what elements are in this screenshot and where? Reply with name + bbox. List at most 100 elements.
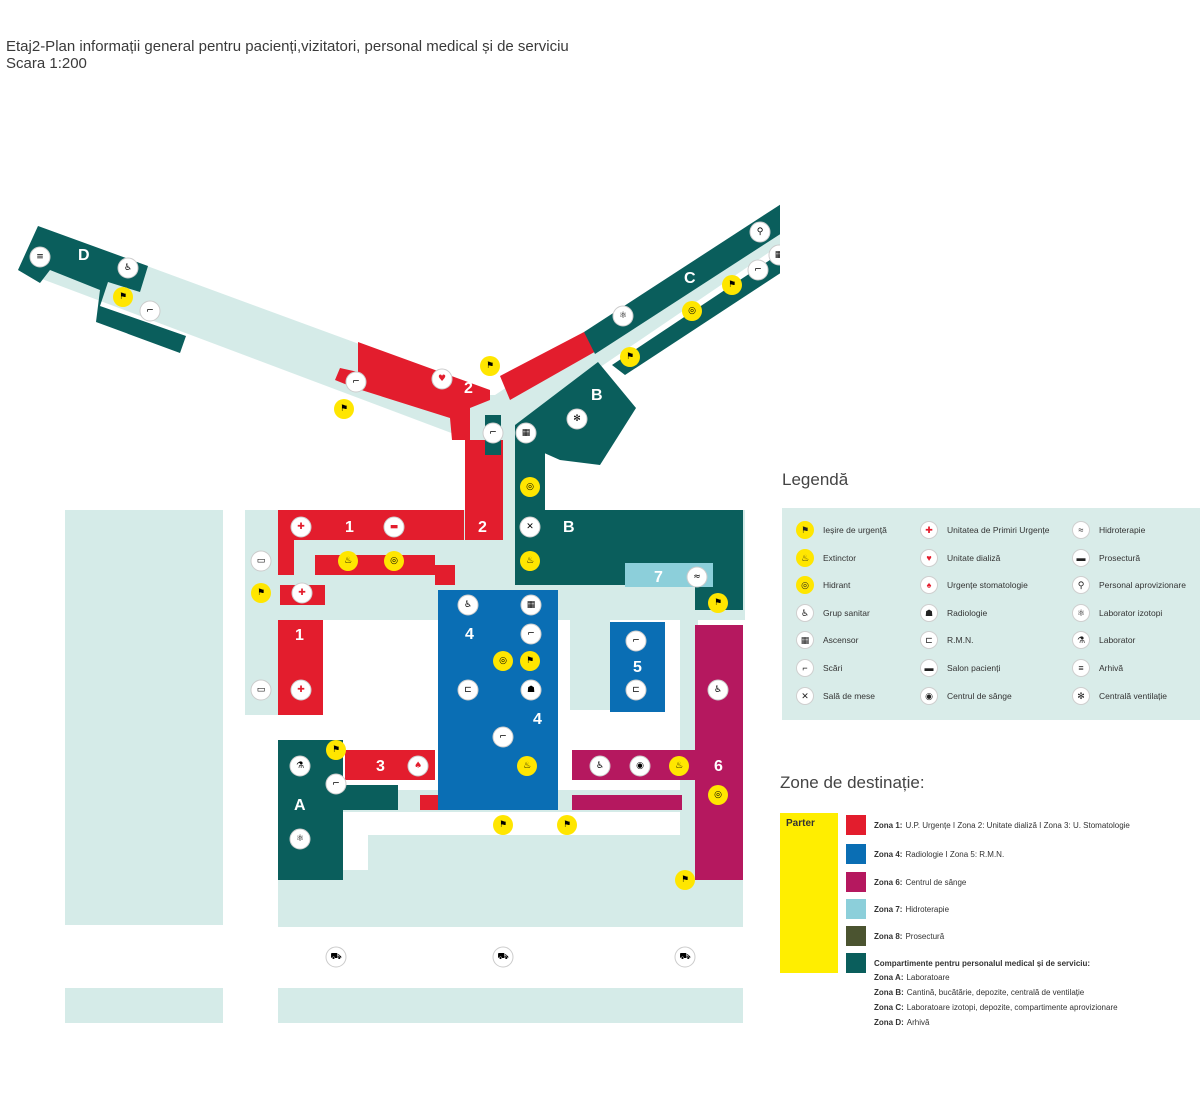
isotope-lab-icon[interactable]: ⚛ [289, 828, 311, 850]
hydrant-icon[interactable]: ◎ [708, 785, 728, 805]
svg-text:▦: ▦ [522, 428, 531, 438]
supply-staff-icon[interactable]: ⚲ [749, 221, 771, 243]
mri-icon[interactable]: ⊏ [457, 679, 479, 701]
svg-text:♿: ♿ [124, 263, 132, 273]
zone-row-7: Zona 7:Hidroterapie [846, 899, 949, 919]
emergency-exit-icon: ⚑ [796, 521, 814, 539]
blood-center-icon[interactable]: ◉ [629, 755, 651, 777]
blood-center-icon: ◉ [920, 687, 938, 705]
mri-icon[interactable]: ⊏ [625, 679, 647, 701]
hydrant-icon[interactable]: ◎ [493, 651, 513, 671]
zone-label-d: D [78, 247, 90, 264]
floor-plan-map: D C 8 B 2 2 1 B 7 1 4 5 4 3 6 A ⚑ ⌐ ≡ ♿ … [18, 204, 780, 1023]
emergency-exit-icon[interactable]: ⚑ [520, 651, 540, 671]
zones-title: Zone de destinație: [780, 773, 925, 792]
fire-extinguisher-icon[interactable]: ♨ [520, 551, 540, 571]
dialysis-icon[interactable]: ♥ [431, 368, 453, 390]
zone-label-1-top: 1 [345, 519, 354, 536]
emergency-exit-icon[interactable]: ⚑ [251, 583, 271, 603]
zone-label-a: A [294, 797, 306, 814]
zone-swatch [846, 953, 866, 973]
stairs-icon[interactable]: ⌐ [747, 259, 769, 281]
toilet-icon[interactable]: ♿ [457, 594, 479, 616]
legend-item-dining: ✕Sală de mese [796, 686, 875, 706]
legend-item-toilet: ♿Grup sanitar [796, 603, 870, 623]
emergency-exit-icon[interactable]: ⚑ [113, 287, 133, 307]
floor-label: Parter [786, 818, 815, 829]
emergency-exit-icon[interactable]: ⚑ [620, 347, 640, 367]
toilet-icon[interactable]: ♿ [117, 257, 139, 279]
svg-text:⚑: ⚑ [714, 598, 722, 608]
hydrotherapy-icon: ≈ [1072, 521, 1090, 539]
hydrant-icon[interactable]: ◎ [520, 477, 540, 497]
emergency-unit-icon[interactable]: ✚ [290, 679, 312, 701]
svg-text:◎: ◎ [714, 790, 722, 800]
stairs-icon[interactable]: ⌐ [325, 773, 347, 795]
svg-text:◎: ◎ [499, 656, 507, 666]
legend-title: Legendă [782, 470, 849, 489]
ventilation-icon[interactable]: ✻ [566, 408, 588, 430]
stairs-icon[interactable]: ⌐ [492, 726, 514, 748]
stairs-icon[interactable]: ⌐ [482, 422, 504, 444]
emergency-unit-icon[interactable]: ✚ [290, 516, 312, 538]
stairs-icon[interactable]: ⌐ [139, 300, 161, 322]
svg-text:⌐: ⌐ [489, 428, 497, 438]
ambulance-icon[interactable]: ▭ [250, 679, 272, 701]
dining-icon[interactable]: ✕ [519, 516, 541, 538]
legend-item-extinguisher: ♨Extinctor [796, 548, 856, 568]
hydrotherapy-icon[interactable]: ≈ [686, 566, 708, 588]
ambulance-icon[interactable]: ▭ [250, 550, 272, 572]
svg-text:⌐: ⌐ [499, 732, 507, 742]
emergency-exit-icon[interactable]: ⚑ [675, 870, 695, 890]
svg-text:✚: ✚ [297, 522, 305, 532]
elevator-icon[interactable]: ▦ [520, 594, 542, 616]
fire-extinguisher-icon[interactable]: ♨ [669, 756, 689, 776]
parking-car-icon[interactable]: ⛟ [674, 946, 696, 968]
emergency-exit-icon[interactable]: ⚑ [480, 356, 500, 376]
legend-item-ventilation: ✻Centrală ventilație [1072, 686, 1167, 706]
zone-label-1-left: 1 [295, 627, 304, 644]
emergency-exit-icon[interactable]: ⚑ [557, 815, 577, 835]
hydrant-icon[interactable]: ◎ [682, 301, 702, 321]
emergency-exit-icon[interactable]: ⚑ [722, 275, 742, 295]
svg-text:♨: ♨ [675, 761, 683, 771]
staff-zone-b: Zona B:Cantină, bucătărie, depozite, cen… [874, 988, 1085, 997]
elevator-icon[interactable]: ▦ [768, 244, 780, 266]
zone-label-4-left: 4 [465, 626, 474, 643]
toilet-icon[interactable]: ♿ [707, 679, 729, 701]
archive-icon[interactable]: ≡ [29, 246, 51, 268]
isotope-lab-icon[interactable]: ⚛ [612, 305, 634, 327]
emergency-exit-icon[interactable]: ⚑ [326, 740, 346, 760]
emergency-exit-icon[interactable]: ⚑ [708, 593, 728, 613]
patient-room-icon[interactable]: ▬ [383, 516, 405, 538]
svg-text:♨: ♨ [523, 761, 531, 771]
parking-car-icon[interactable]: ⛟ [492, 946, 514, 968]
zone-swatch [846, 872, 866, 892]
hydrant-icon[interactable]: ◎ [384, 551, 404, 571]
toilet-icon[interactable]: ♿ [589, 755, 611, 777]
zone-row-4: Zona 4:Radiologie I Zona 5: R.M.N. [846, 844, 1004, 864]
dental-icon[interactable]: ♠ [407, 755, 429, 777]
zone-label-b-top: B [591, 387, 603, 404]
emergency-exit-icon[interactable]: ⚑ [493, 815, 513, 835]
staff-zone-c: Zona C:Laboratoare izotopi, depozite, co… [874, 1003, 1118, 1012]
radiology-icon[interactable]: ☗ [520, 679, 542, 701]
svg-text:⚑: ⚑ [486, 361, 494, 371]
emergency-unit-icon[interactable]: ✚ [291, 582, 313, 604]
emergency-exit-icon[interactable]: ⚑ [334, 399, 354, 419]
svg-text:♿: ♿ [714, 685, 722, 695]
fire-extinguisher-icon[interactable]: ♨ [338, 551, 358, 571]
laboratory-icon[interactable]: ⚗ [289, 755, 311, 777]
stairs-icon[interactable]: ⌐ [345, 371, 367, 393]
svg-text:✚: ✚ [297, 685, 305, 695]
parking-car-icon[interactable]: ⛟ [325, 946, 347, 968]
svg-text:⚑: ⚑ [563, 820, 571, 830]
dialysis-icon: ♥ [920, 549, 938, 567]
stairs-icon[interactable]: ⌐ [520, 623, 542, 645]
morgue-icon: ▬ [1072, 549, 1090, 567]
svg-text:▭: ▭ [257, 556, 266, 566]
elevator-icon[interactable]: ▦ [515, 422, 537, 444]
stairs-icon: ⌐ [796, 659, 814, 677]
stairs-icon[interactable]: ⌐ [625, 630, 647, 652]
fire-extinguisher-icon[interactable]: ♨ [517, 756, 537, 776]
